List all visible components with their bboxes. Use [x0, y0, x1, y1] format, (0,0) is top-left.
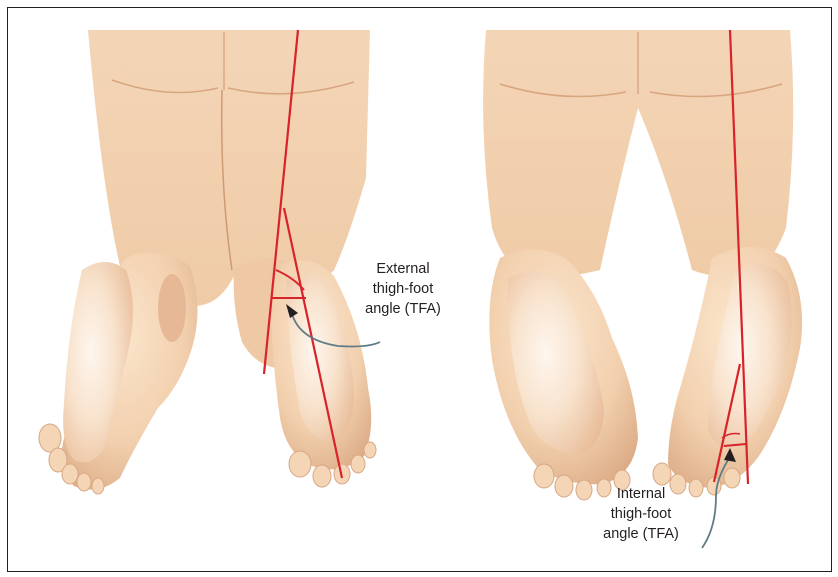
internal-tfa-label-line2: thigh-foot — [579, 504, 703, 524]
internal-tfa-label-line1: Internal — [579, 484, 703, 504]
right-legs-internal-rotation — [483, 30, 802, 548]
external-tfa-label-line2: thigh-foot — [343, 279, 463, 299]
left-figure-calf-fold — [158, 274, 186, 342]
tfa-illustration: External thigh-foot angle (TFA) Internal… — [7, 7, 832, 572]
internal-tfa-callout: Internal thigh-foot angle (TFA) — [579, 484, 703, 544]
external-tfa-callout: External thigh-foot angle (TFA) — [343, 259, 463, 319]
external-tfa-label-line1: External — [343, 259, 463, 279]
left-legs-external-rotation — [39, 30, 380, 494]
internal-tfa-label-line3: angle (TFA) — [579, 524, 703, 544]
external-tfa-label-line3: angle (TFA) — [343, 299, 463, 319]
